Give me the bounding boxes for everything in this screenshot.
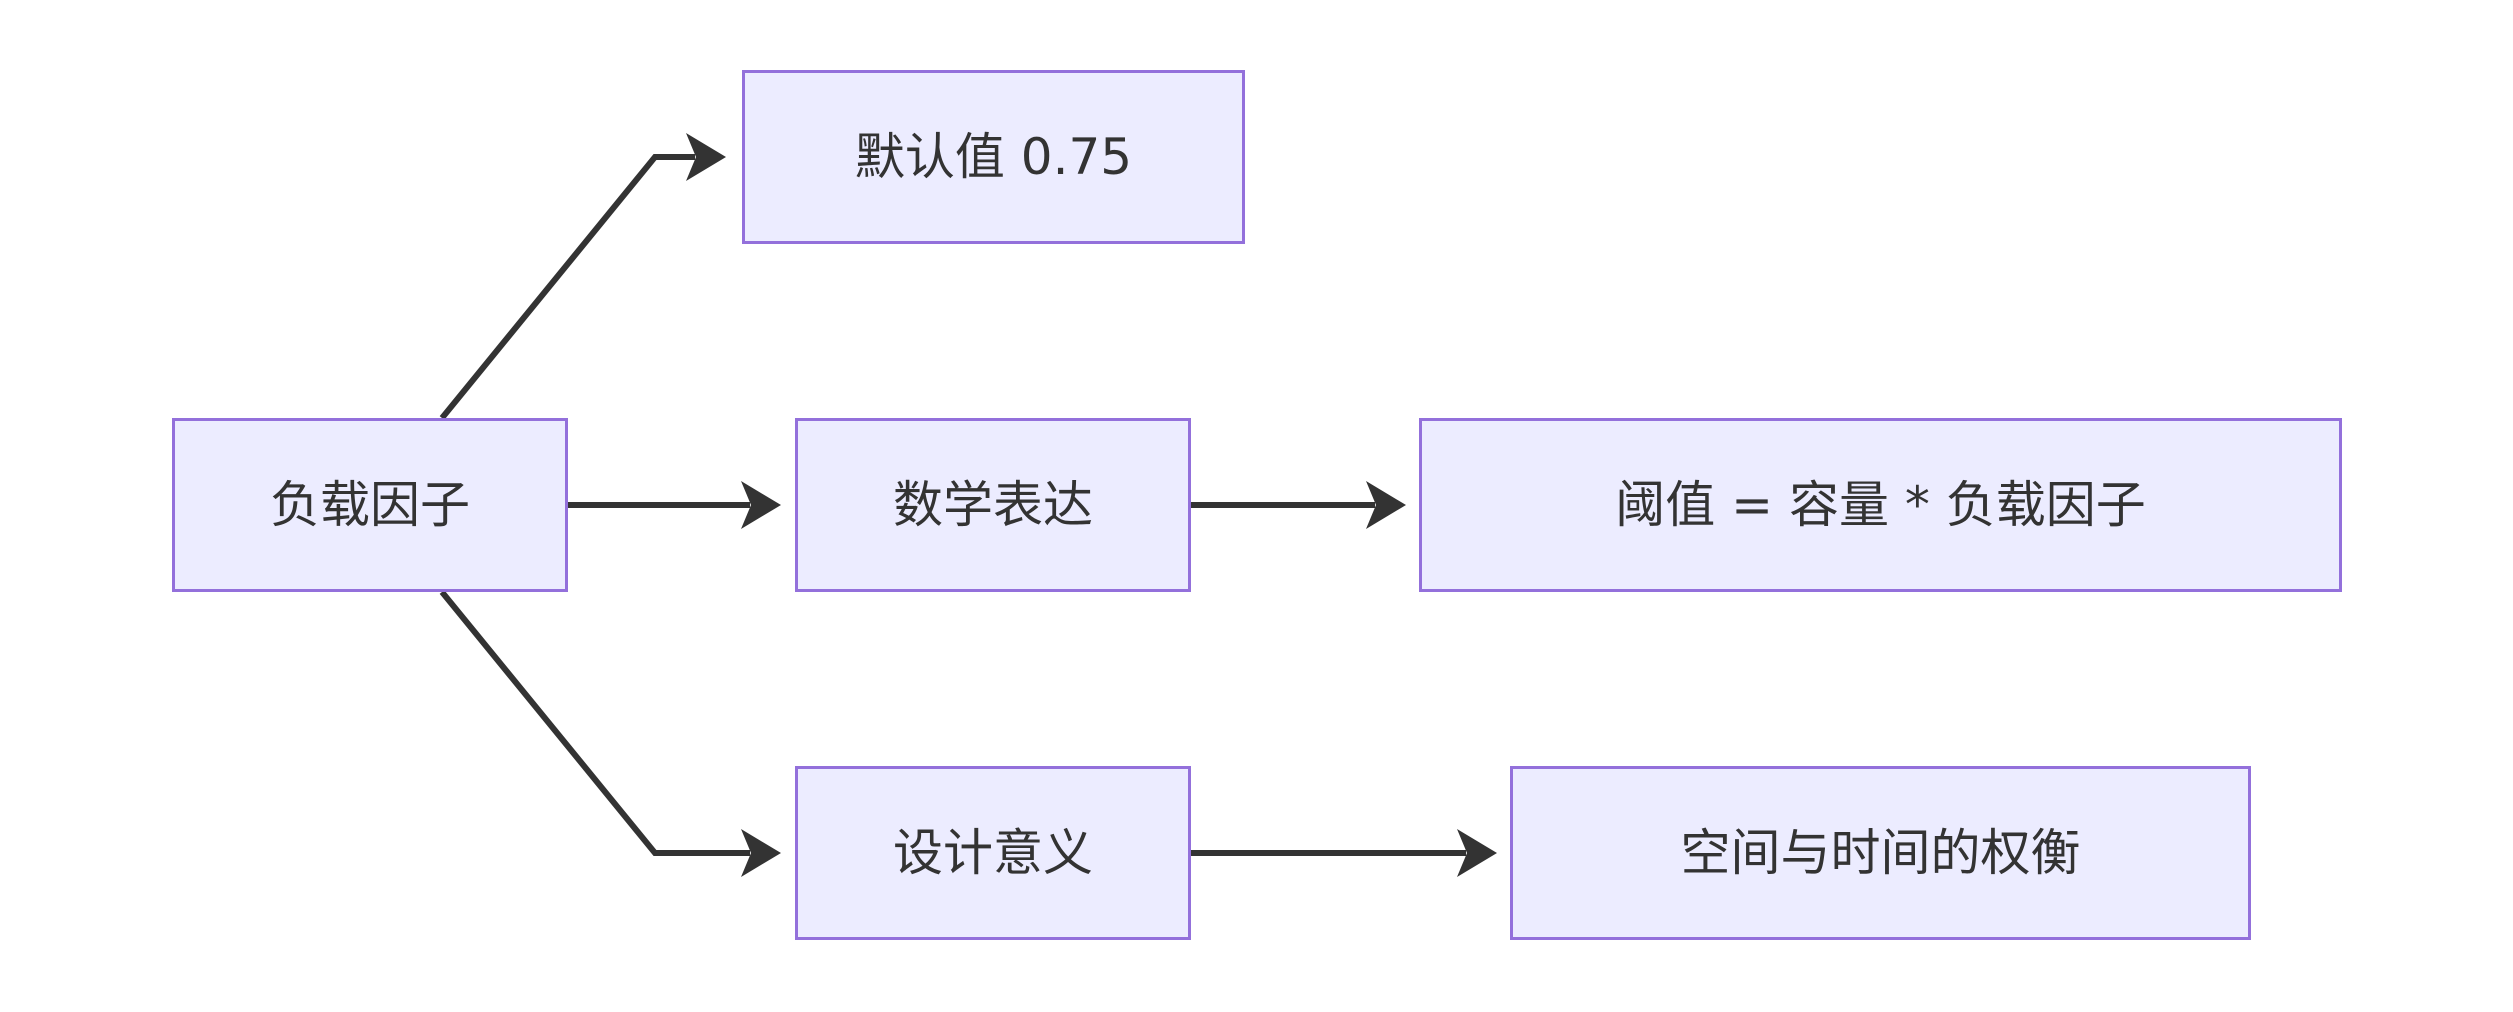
- arrowhead-load-to-default: [686, 133, 726, 181]
- node-tradeoff: 空间与时间的权衡: [1510, 766, 2251, 940]
- arrowhead-design-to-tradeoff: [1457, 829, 1497, 877]
- edge-load-to-design: [439, 590, 750, 856]
- node-design-meaning-label: 设计意义: [893, 824, 1093, 882]
- node-math-expression-label: 数学表达: [893, 476, 1093, 534]
- arrowhead-load-to-math: [741, 481, 781, 529]
- node-default-value: 默认值 0.75: [742, 70, 1245, 244]
- node-formula: 阈值 = 容量 * 负载因子: [1419, 418, 2342, 592]
- node-default-value-label: 默认值 0.75: [854, 128, 1133, 186]
- node-formula-label: 阈值 = 容量 * 负载因子: [1615, 476, 2146, 534]
- arrowhead-math-to-formula: [1366, 481, 1406, 529]
- arrowhead-load-to-design: [741, 829, 781, 877]
- edge-load-to-default: [439, 154, 695, 420]
- node-tradeoff-label: 空间与时间的权衡: [1680, 824, 2081, 882]
- node-load-factor: 负载因子: [172, 418, 568, 592]
- node-load-factor-label: 负载因子: [270, 476, 470, 534]
- node-design-meaning: 设计意义: [795, 766, 1191, 940]
- node-math-expression: 数学表达: [795, 418, 1191, 592]
